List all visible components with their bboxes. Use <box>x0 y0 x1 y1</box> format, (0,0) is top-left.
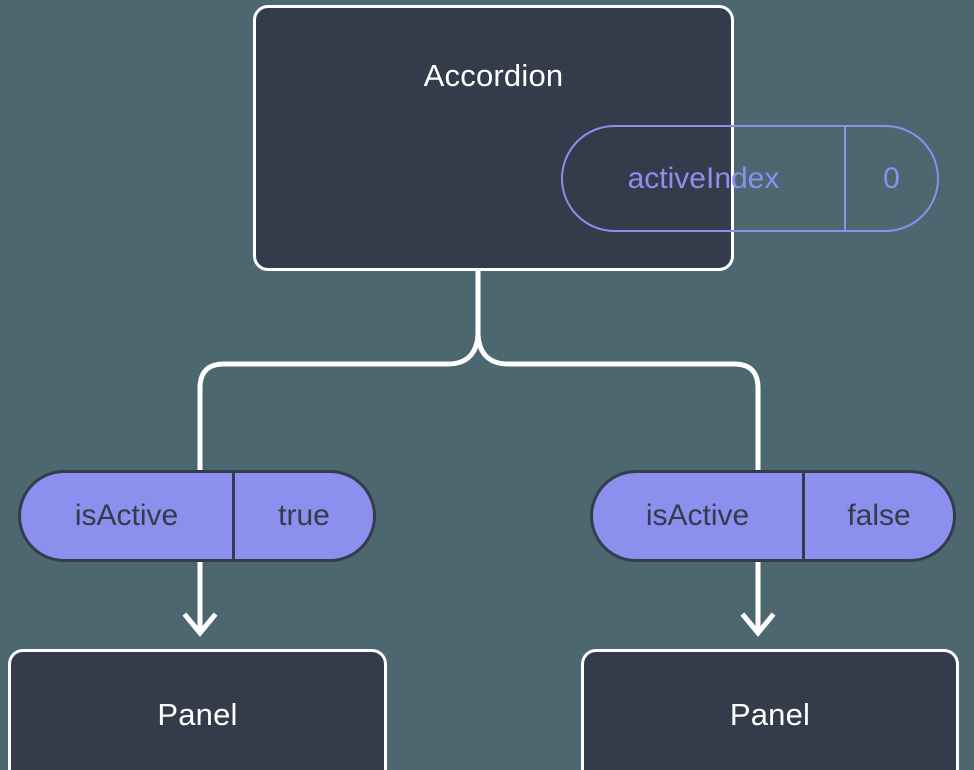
prop-pill-key: isActive <box>593 473 805 559</box>
node-accordion-title: Accordion <box>423 58 564 93</box>
arrow-down-icon <box>740 612 776 637</box>
state-pill-active-index[interactable]: activeIndex 0 <box>561 125 939 232</box>
state-pill-key: activeIndex <box>563 127 846 230</box>
node-panel-left[interactable]: Panel <box>8 649 387 770</box>
connector-split-cusp-right <box>475 331 734 367</box>
prop-pill-key: isActive <box>21 473 235 559</box>
state-pill-value: 0 <box>883 161 900 195</box>
connector-branch-left <box>197 361 225 474</box>
connector-branch-right <box>733 361 761 474</box>
prop-pill-is-active-true[interactable]: isActive true <box>18 470 376 562</box>
node-panel-title: Panel <box>157 696 238 732</box>
node-accordion[interactable]: Accordion activeIndex 0 <box>253 5 939 271</box>
connector-split-cusp-left <box>224 331 481 367</box>
arrow-down-icon <box>182 612 218 637</box>
prop-pill-value: true <box>278 499 330 532</box>
prop-pill-is-active-false[interactable]: isActive false <box>590 470 956 562</box>
node-panel-right[interactable]: Panel <box>581 649 959 770</box>
node-panel-title: Panel <box>729 696 811 732</box>
prop-pill-value: false <box>847 499 911 532</box>
